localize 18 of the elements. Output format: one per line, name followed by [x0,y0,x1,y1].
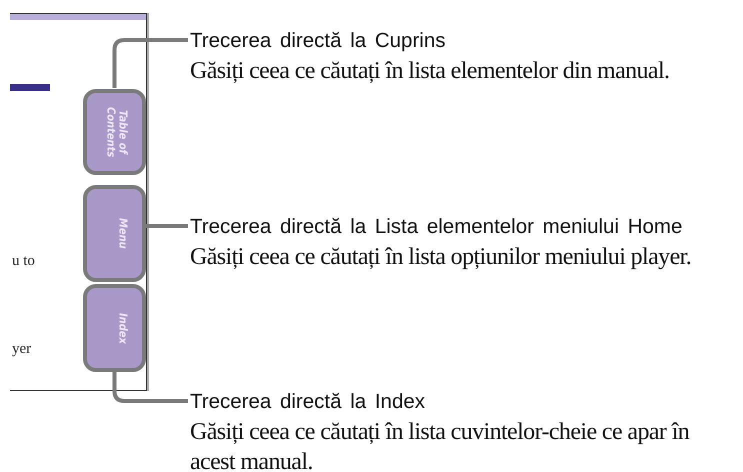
tab-label: Table of Contents [104,106,128,160]
tab [83,89,146,175]
tab-label: Index [116,312,128,344]
body-text-fragment: yer [12,341,32,358]
tab-label: Menu [116,218,128,249]
callout-heading: Trecerea directă la Cuprins [190,28,446,54]
tab [83,185,146,282]
callout-description: Găsiți ceea ce căutați în lista opțiunilor meniului player. [190,243,692,272]
callout-heading: Trecerea directă la Index [190,389,426,415]
leader-line [112,38,188,88]
callout-description: Găsiți ceea ce căutați în lista elementelor din manual. [190,57,670,86]
leader-line [146,224,188,228]
body-text-fragment: u to [12,253,35,270]
leader-line [112,371,188,403]
callout-heading: Trecerea directă la Lista elementelor meniului Home [190,214,684,240]
tab [83,284,146,372]
page-drawing [10,13,147,391]
callout-description: Găsiți ceea ce căutați în lista cuvintelor-cheie ce apar în acest manual. [190,418,690,472]
